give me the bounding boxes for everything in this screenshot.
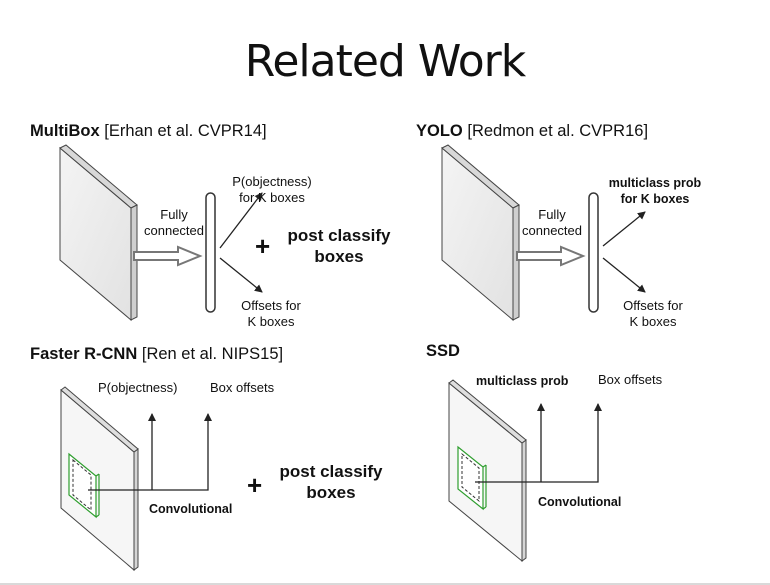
faster-rcnn-convolutional-label: Convolutional <box>149 502 233 516</box>
ssd-offsets-arrow <box>475 403 602 483</box>
multibox-diagram <box>59 144 263 322</box>
slide-title: Related Work <box>244 36 527 87</box>
multibox-name: MultiBox <box>30 122 100 140</box>
faster-rcnn-post-classify-label: post classify boxes <box>268 461 394 503</box>
ssd-convolutional-label: Convolutional <box>538 495 622 509</box>
multibox-offsets-line2: K boxes <box>247 314 295 329</box>
multibox-objectness-label: P(objectness) for K boxes <box>222 174 322 206</box>
multibox-offsets-line1: Offsets for <box>241 298 301 313</box>
faster-rcnn-post-line1: post classify <box>279 462 383 481</box>
multibox-offsets-label: Offsets for K boxes <box>226 298 316 330</box>
multibox-offsets-arrow <box>219 257 263 293</box>
multibox-post-classify-label: post classify boxes <box>276 225 402 267</box>
yolo-multiclass-arrow <box>602 211 646 247</box>
multibox-objectness-line1: P(objectness) <box>232 174 312 189</box>
yolo-fc-arrow <box>516 245 586 267</box>
multibox-fc-vector <box>205 192 216 313</box>
faster-rcnn-anchor-box <box>68 452 100 519</box>
multibox-input-slab <box>59 144 138 322</box>
yolo-multiclass-label: multiclass prob for K boxes <box>594 175 716 207</box>
multibox-post-line1: post classify <box>287 226 391 245</box>
yolo-multiclass-line2: for K boxes <box>620 192 690 206</box>
yolo-diagram <box>441 144 646 322</box>
yolo-offsets-line1: Offsets for <box>623 298 683 313</box>
faster-rcnn-panel-title: Faster R-CNN [Ren et al. NIPS15] <box>30 345 283 364</box>
faster-rcnn-plus-sign: + <box>247 470 263 500</box>
bottom-divider <box>0 583 770 585</box>
yolo-panel-title: YOLO [Redmon et al. CVPR16] <box>416 122 648 141</box>
yolo-offsets-label: Offsets for K boxes <box>608 298 698 330</box>
faster-rcnn-post-line2: boxes <box>306 483 356 502</box>
multibox-fully-connected-label: Fully connected <box>134 207 214 239</box>
ssd-panel-title: SSD <box>426 342 460 361</box>
yolo-fully-connected-label: Fully connected <box>512 207 592 239</box>
yolo-offsets-line2: K boxes <box>629 314 677 329</box>
faster-rcnn-objectness-label: P(objectness) <box>98 380 178 395</box>
yolo-fc-line1: Fully <box>538 207 566 222</box>
multibox-plus-sign: + <box>255 231 271 261</box>
ssd-anchor-box <box>457 445 487 511</box>
yolo-fc-line2: connected <box>522 223 582 238</box>
faster-rcnn-diagram <box>60 386 212 572</box>
faster-rcnn-offsets-arrow <box>88 413 212 491</box>
ssd-diagram <box>448 379 602 563</box>
multibox-objectness-line2: for K boxes <box>239 190 305 205</box>
multibox-citation: [Erhan et al. CVPR14] <box>104 122 267 140</box>
multibox-panel-title: MultiBox [Erhan et al. CVPR14] <box>30 122 267 141</box>
faster-rcnn-name: Faster R-CNN <box>30 345 138 363</box>
multibox-fc-arrow <box>133 245 203 267</box>
multibox-post-line2: boxes <box>314 247 364 266</box>
faster-rcnn-box-offsets-label: Box offsets <box>210 380 275 395</box>
yolo-input-slab <box>441 144 520 322</box>
faster-rcnn-feature-map <box>60 386 139 572</box>
ssd-multiclass-label: multiclass prob <box>476 374 569 388</box>
ssd-name: SSD <box>426 342 460 360</box>
yolo-citation: [Redmon et al. CVPR16] <box>467 122 649 140</box>
yolo-name: YOLO <box>416 122 463 140</box>
multibox-fc-line1: Fully <box>160 207 188 222</box>
multibox-fc-line2: connected <box>144 223 204 238</box>
ssd-box-offsets-label: Box offsets <box>598 372 663 387</box>
yolo-offsets-arrow <box>602 257 646 293</box>
yolo-multiclass-line1: multiclass prob <box>608 176 702 190</box>
yolo-fc-vector <box>588 192 599 313</box>
faster-rcnn-citation: [Ren et al. NIPS15] <box>141 345 284 363</box>
multibox-objectness-arrow <box>219 192 263 249</box>
